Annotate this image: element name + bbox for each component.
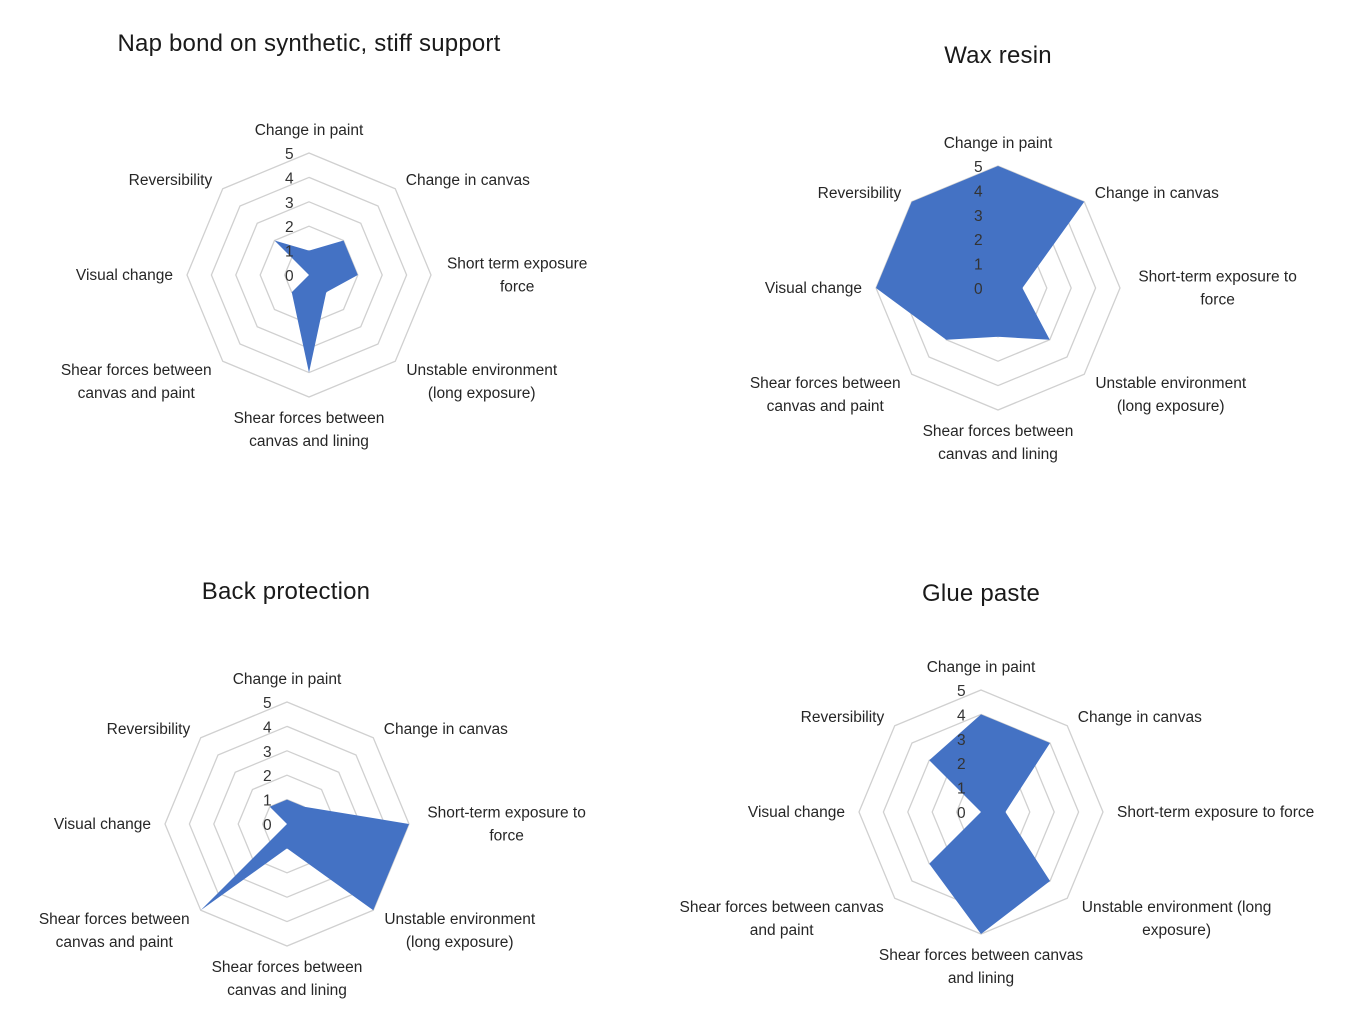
tick-label: 4 (263, 719, 272, 736)
axis-label: Change in paint (927, 659, 1036, 676)
axis-label: Unstable environment(long exposure) (1095, 375, 1246, 415)
grid-ring (164, 701, 410, 947)
axis-label: Change in canvas (1078, 709, 1202, 726)
axis-label: Reversibility (107, 721, 191, 738)
data-area (274, 240, 358, 373)
axis-label: Change in paint (233, 671, 342, 688)
axis-label: Short-term exposure to force (1117, 804, 1314, 821)
chart-title: Nap bond on synthetic, stiff support (117, 30, 501, 57)
grid-ring (875, 165, 1121, 411)
tick-label: 0 (263, 817, 272, 834)
tick-label: 4 (974, 183, 983, 200)
tick-label: 5 (263, 695, 272, 712)
tick-label: 5 (957, 683, 966, 700)
tick-label: 5 (285, 146, 294, 163)
axis-label: Visual change (54, 816, 151, 833)
axis-label: Reversibility (129, 172, 213, 189)
tick-label: 1 (957, 781, 966, 798)
tick-label: 0 (974, 281, 983, 298)
axis-label: Reversibility (801, 709, 885, 726)
tick-label: 5 (974, 159, 983, 176)
tick-label: 1 (974, 257, 983, 274)
tick-label: 3 (263, 744, 272, 761)
data-area (876, 166, 1085, 340)
chart-title: Glue paste (921, 580, 1041, 607)
axis-label: Unstable environment(long exposure) (406, 362, 557, 402)
tick-label: 2 (957, 756, 966, 773)
tick-label: 2 (974, 232, 983, 249)
axis-label: Unstable environment(long exposure) (384, 911, 535, 951)
grid-ring (188, 725, 386, 923)
data-area (200, 799, 409, 911)
tick-label: 2 (263, 768, 272, 785)
axis-label: Visual change (748, 804, 845, 821)
axis-label: Change in canvas (406, 172, 530, 189)
tick-label: 0 (957, 805, 966, 822)
axis-label: Change in canvas (384, 721, 508, 738)
tick-label: 1 (263, 793, 272, 810)
tick-label: 3 (957, 732, 966, 749)
tick-label: 4 (285, 170, 294, 187)
grid-ring (213, 750, 361, 898)
axis-label: Visual change (765, 280, 862, 297)
grid-ring (186, 152, 432, 398)
tick-label: 2 (285, 219, 294, 236)
data-area (929, 714, 1051, 934)
tick-label: 1 (285, 244, 294, 261)
tick-label: 0 (285, 268, 294, 285)
axis-label: Change in canvas (1095, 185, 1219, 202)
axis-label: Reversibility (818, 185, 902, 202)
tick-label: 3 (285, 195, 294, 212)
tick-label: 4 (957, 707, 966, 724)
axis-label: Change in paint (255, 122, 364, 139)
tick-label: 3 (974, 208, 983, 225)
chart-title: Back protection (201, 578, 371, 605)
axis-label: Visual change (76, 267, 173, 284)
chart-title: Wax resin (944, 42, 1052, 69)
grid-ring (237, 774, 337, 874)
radar-chart-nap-bond: Nap bond on synthetic, stiff support 0 1 2… (0, 0, 675, 515)
axis-label: Change in paint (944, 135, 1053, 152)
